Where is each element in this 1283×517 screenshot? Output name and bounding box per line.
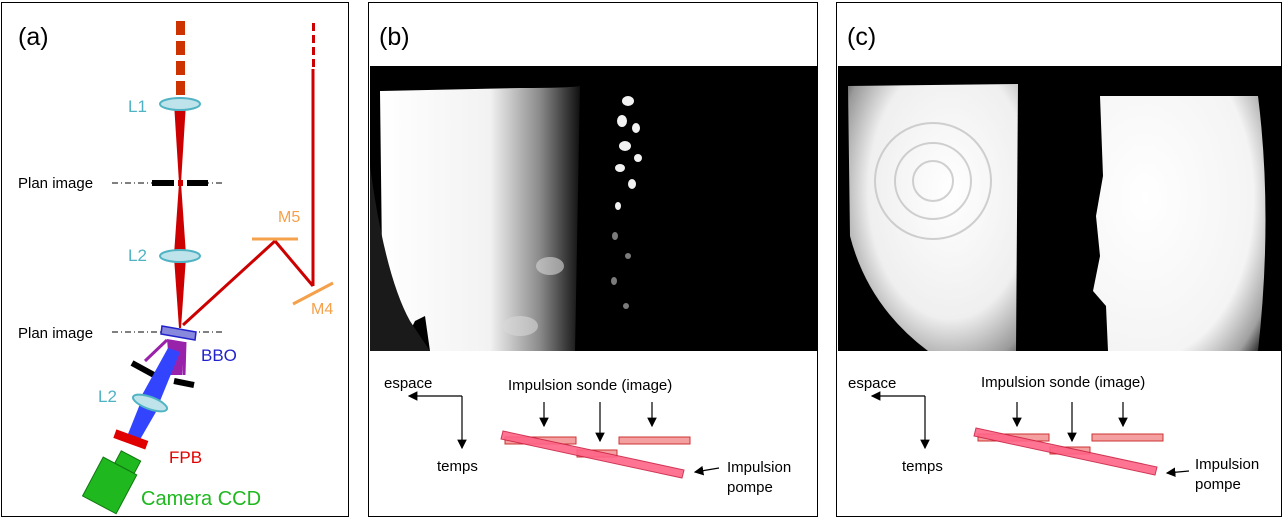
panel-c: (c) [836,2,1282,517]
camera-label: Camera CCD [141,488,262,510]
panel-b: (b) [368,2,818,517]
ccd-camera-icon [81,450,142,515]
image-plane-2-label: Plan image [18,325,94,342]
aperture-left [130,360,156,378]
incoming-beam-dashes [176,21,185,95]
mirror-m5-label: M5 [278,209,301,226]
fpb-label: FPB [169,448,203,467]
optical-setup-diagram [81,21,334,515]
pump-pulse [973,427,1158,476]
image-plane-1-label: Plan image [18,175,94,192]
panel-c-label: (c) [847,23,877,51]
panel-b-label: (b) [379,23,410,51]
space-axis-label: espace [384,375,433,392]
shadowgraph-image-b [370,66,817,351]
beam-l1-focus [174,103,186,183]
timing-diagram-b [407,391,720,479]
time-axis-label: temps [437,458,478,475]
pump-pulse [500,430,685,479]
space-axis-label: espace [848,375,897,392]
lens-l1-label: L1 [128,97,147,116]
pump-arrow [1165,467,1190,478]
bbo-crystal [160,325,197,341]
mirror-m4 [292,281,334,306]
lens-l1 [159,97,201,111]
time-axis-label: temps [902,458,943,475]
probe-pulse-3 [1091,433,1164,442]
pump-pulse-label-1: Impulsion [727,459,792,476]
panel-a-label: (a) [18,23,49,51]
lens-l2-top-label: L2 [128,246,147,265]
probe-pulse-3 [618,436,691,445]
shadowgraph-image-c [838,66,1281,351]
pump-pulse-label-1: Impulsion [1195,456,1260,473]
lens-l2-top [159,249,201,263]
probe-pulse-label: Impulsion sonde (image) [981,374,1146,391]
aperture-right [173,378,195,388]
bbo-label: BBO [201,346,237,365]
timing-diagram-c [870,391,1190,478]
lens-l2-bottom-label: L2 [98,387,117,406]
beam-focus-l2 [174,183,186,255]
pump-pulse-label-2: pompe [1195,476,1241,493]
beam-l2-bbo [174,257,186,328]
pump-pulse-label-2: pompe [727,479,773,496]
probe-pulse-label: Impulsion sonde (image) [508,377,673,394]
panel-a: (a) L1 Plan image L2 M5 M4 Plan image BB… [1,2,349,517]
blue-beam [142,348,180,401]
fpb-filter [113,429,149,450]
mirror-m4-label: M4 [311,301,334,318]
lens-l2-bottom [131,393,169,413]
pump-arrow [693,465,720,476]
pump-beam-path [181,23,315,327]
